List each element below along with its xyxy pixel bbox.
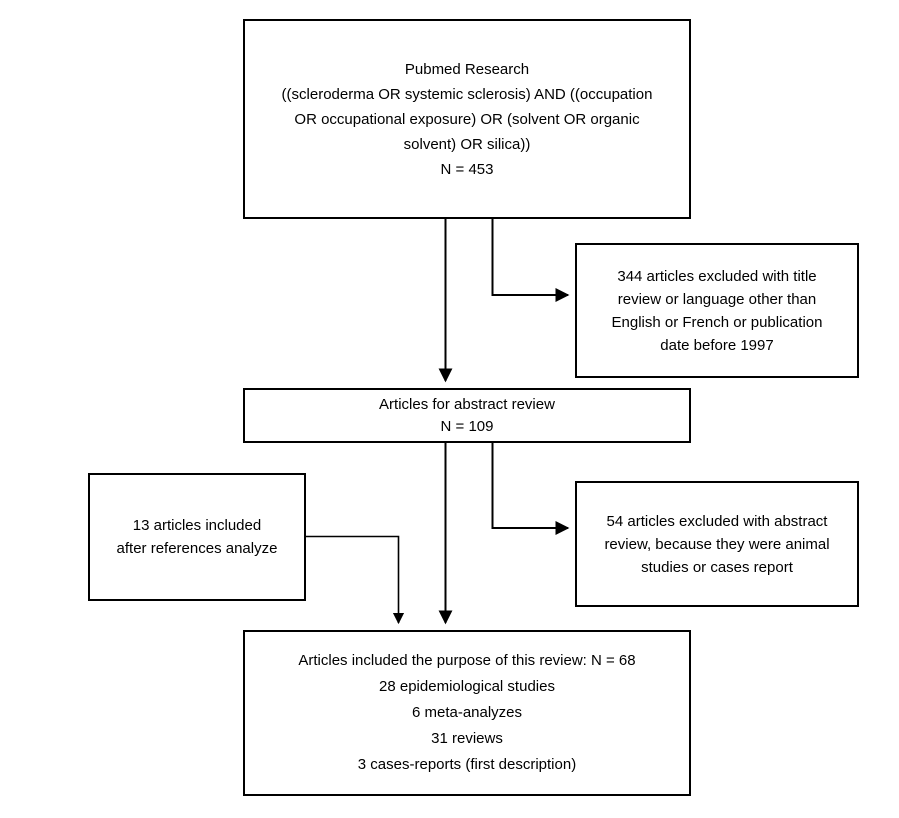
edge-search-to-excluded-title	[491, 219, 570, 302]
node-articles-included-label: Articles included the purpose of this re…	[298, 652, 636, 773]
node-articles-for-abstract-review: Articles for abstract review N = 109	[243, 388, 691, 443]
node-articles-included: Articles included the purpose of this re…	[243, 630, 691, 796]
node-articles-from-references: 13 articles included after references an…	[88, 473, 306, 601]
node-excluded-title-review-label: 344 articles excluded with title review …	[611, 267, 823, 354]
node-articles-from-references-label: 13 articles included after references an…	[116, 517, 278, 557]
node-excluded-abstract-review-label: 54 articles excluded with abstract revie…	[604, 512, 830, 576]
node-articles-for-abstract-review-label: Articles for abstract review N = 109	[379, 395, 555, 435]
node-pubmed-search-label: Pubmed Research ((scleroderma OR systemi…	[281, 60, 653, 178]
node-excluded-title-review: 344 articles excluded with title review …	[575, 243, 859, 378]
edge-abstract-to-excluded-abstract	[491, 443, 570, 535]
node-pubmed-search: Pubmed Research ((scleroderma OR systemi…	[243, 19, 691, 219]
edge-references-to-included	[306, 535, 405, 625]
node-excluded-abstract-review: 54 articles excluded with abstract revie…	[575, 481, 859, 607]
